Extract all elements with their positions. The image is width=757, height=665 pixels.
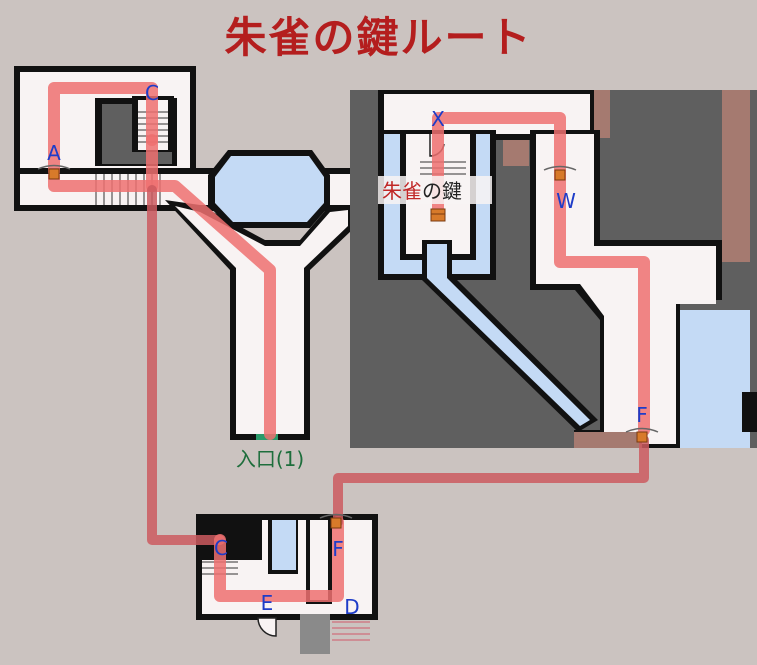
key-label: 朱雀の鍵	[382, 179, 462, 203]
pool-water	[215, 156, 324, 222]
dark-gradient-block	[300, 614, 330, 654]
point-label-e: E	[261, 591, 274, 615]
point-label-x: X	[431, 107, 445, 131]
map-title: 朱雀の鍵ルート	[224, 13, 533, 62]
point-label-w: W	[556, 189, 576, 213]
lock-gate-icon	[625, 427, 659, 443]
point-label-f-top: F	[636, 403, 648, 427]
key-label-backdrop	[378, 176, 492, 204]
right-water	[680, 310, 750, 448]
treasure-chest-icon	[430, 208, 446, 222]
route-lower	[214, 516, 344, 602]
route-c-to-lower-c	[147, 185, 225, 545]
channel-water	[427, 244, 590, 426]
stairs-icon	[332, 621, 370, 641]
channel-wall	[422, 240, 598, 432]
right-edge-door	[742, 392, 757, 432]
key-label-dark: の鍵	[422, 179, 462, 203]
point-label-c-top: C	[145, 81, 159, 105]
bottom-room-divider-floor	[310, 520, 328, 600]
route-a-to-entrance	[48, 170, 276, 440]
route	[48, 82, 650, 602]
brown-wall-top	[590, 90, 610, 138]
right-path-floor	[536, 134, 716, 444]
right-area	[350, 90, 757, 448]
route-f-to-f	[333, 435, 649, 527]
entrance-label: 入口(1)	[236, 447, 304, 471]
key-label-red: 朱雀	[382, 179, 422, 203]
lock-gate-icon	[319, 513, 353, 529]
point-label-c-bottom: C	[214, 536, 228, 560]
lock-gate-icon	[543, 165, 577, 181]
central-hall-floor	[175, 206, 348, 434]
route-a-to-c	[48, 82, 158, 178]
point-label-d: D	[344, 595, 359, 619]
door-arc-icon	[257, 617, 277, 637]
brown-ledge	[574, 432, 642, 448]
brown-wall-mid	[503, 136, 529, 166]
lock-gate-icon	[37, 164, 71, 180]
point-label-f-bottom: F	[332, 537, 344, 561]
central-hall	[165, 150, 352, 440]
brown-wall-right	[722, 90, 750, 262]
point-label-a: A	[47, 141, 61, 165]
route-f-to-key	[432, 112, 650, 436]
bottom-pool	[272, 520, 296, 570]
